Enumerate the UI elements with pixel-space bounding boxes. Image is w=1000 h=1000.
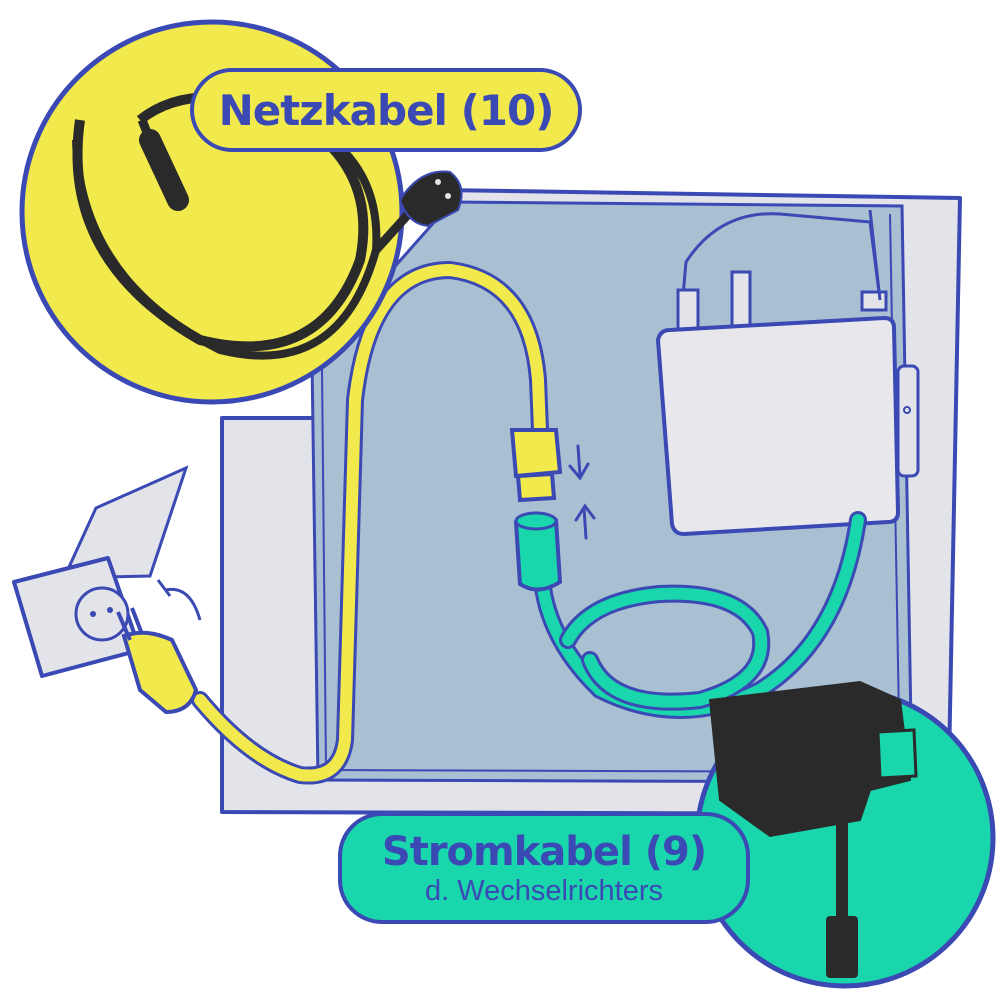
inverter-box <box>656 209 900 536</box>
netzkabel-label: Netzkabel (10) <box>190 68 582 152</box>
connect-arrows <box>568 444 596 540</box>
wall-socket <box>12 465 202 678</box>
mains-cable <box>191 260 563 785</box>
stromkabel-subtitle: d. Wechselrichters <box>425 875 663 907</box>
stromkabel-title: Stromkabel (9) <box>381 829 707 875</box>
yellow-plug <box>116 607 199 715</box>
inverter-power-cable <box>513 511 867 719</box>
stromkabel-inset <box>694 680 996 989</box>
stromkabel-label: Stromkabel (9) d. Wechselrichters <box>338 812 750 924</box>
netzkabel-title: Netzkabel (10) <box>218 85 555 135</box>
